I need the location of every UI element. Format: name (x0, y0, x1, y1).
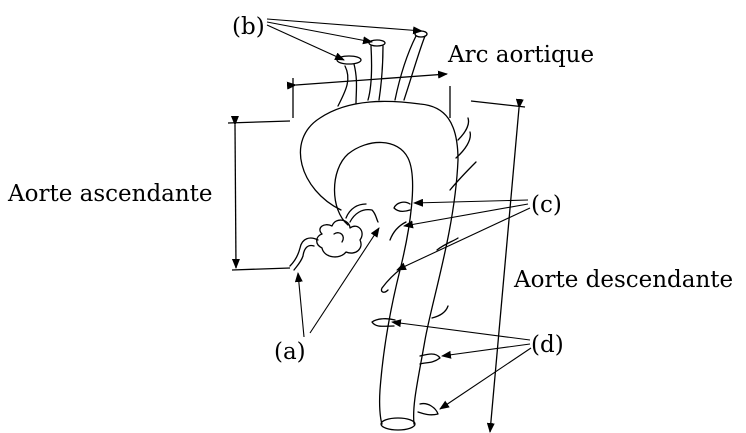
descending-top-tick (470, 100, 526, 108)
lumbar-branch-4 (417, 402, 439, 416)
aortic-root-bulb (316, 219, 363, 258)
right-branch-3 (436, 237, 459, 251)
label-arc-aortique: Arc aortique (447, 42, 594, 68)
pointer-d-3 (439, 347, 532, 410)
descending-span-arrow (486, 98, 524, 433)
pointer-b-1 (266, 18, 423, 35)
aorta-outer-wall (299, 100, 459, 425)
brachiocephalic-trunk-end (336, 55, 362, 65)
pointer-c-1 (413, 198, 529, 207)
label-d: (d) (531, 332, 564, 358)
dimension-lines (227, 70, 526, 433)
label-b: (b) (232, 14, 265, 40)
ascending-bottom-tick (231, 267, 291, 271)
arc-span-arrow (286, 70, 448, 90)
left-common-carotid (367, 45, 384, 101)
pointer-c-3 (396, 207, 531, 271)
aorta-illustration (289, 30, 477, 431)
lumbar-branch-2 (431, 305, 449, 319)
brachiocephalic-trunk (337, 63, 358, 107)
pointer-a-1 (294, 272, 305, 338)
intercostal-branch-1 (393, 201, 411, 212)
right-branch-1 (455, 117, 471, 159)
aorta-inner-wall (333, 141, 414, 425)
left-subclavian (394, 35, 426, 101)
pointer-b-3 (266, 24, 345, 61)
label-a: (a) (274, 339, 306, 365)
pointer-c-2 (403, 203, 529, 229)
pointer-lines (266, 18, 532, 410)
pointer-d-1 (391, 319, 531, 341)
lumbar-branch-1 (371, 318, 396, 327)
left-coronary-artery (345, 203, 379, 223)
intercostal-branch-2 (389, 221, 407, 241)
label-aorte-descendante: Aorte descendante (513, 267, 733, 293)
right-branch-2 (449, 161, 477, 191)
left-common-carotid-end (368, 39, 386, 47)
label-c: (c) (531, 192, 562, 218)
right-coronary-artery (289, 237, 319, 271)
aorta-cut-end (380, 417, 416, 431)
aortic-root-detail (333, 232, 344, 243)
ascending-span-arrow (230, 115, 240, 269)
pointer-d-2 (441, 343, 531, 359)
lumbar-branch-3 (419, 353, 441, 365)
intercostal-branch-3 (380, 267, 403, 293)
label-aorte-ascendante: Aorte ascendante (7, 181, 213, 207)
ascending-top-tick (227, 120, 291, 124)
pointer-a-2 (309, 227, 380, 334)
pointer-b-2 (266, 21, 373, 45)
left-subclavian-end (414, 30, 428, 38)
